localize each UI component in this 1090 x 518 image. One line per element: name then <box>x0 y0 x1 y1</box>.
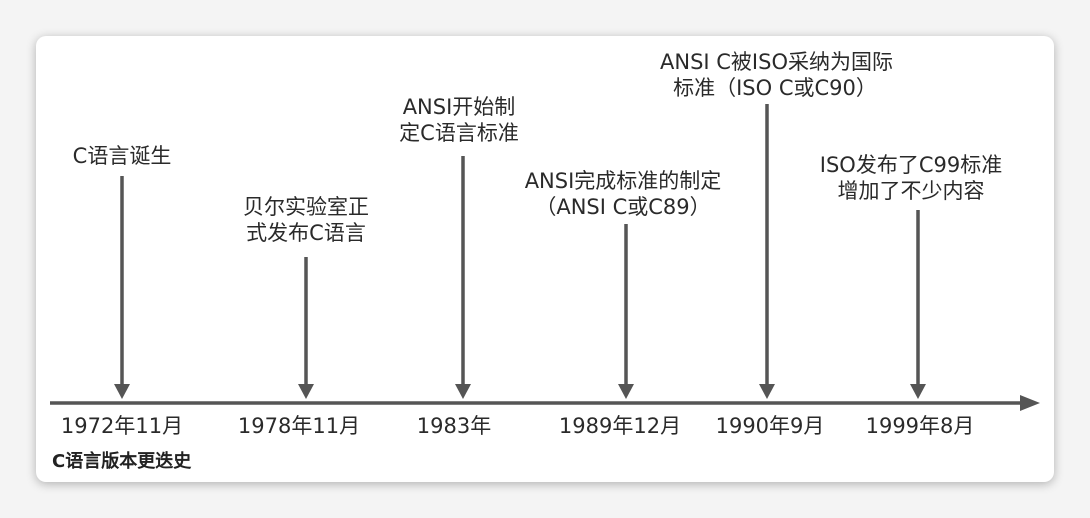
event-arrowhead-1983 <box>455 384 471 399</box>
event-arrowhead-1978 <box>298 384 314 399</box>
event-label-line: ANSI完成标准的制定 <box>524 169 722 193</box>
event-label-1978: 贝尔实验室正 式发布C语言 <box>206 194 406 246</box>
event-label-line: 增加了不少内容 <box>837 179 985 203</box>
event-date-1983: 1983年 <box>416 414 492 438</box>
event-label-line: 贝尔实验室正 <box>243 195 369 219</box>
event-date-1990: 1990年9月 <box>715 414 825 438</box>
event-label-line: ISO发布了C99标准 <box>819 153 1003 177</box>
diagram-caption: C语言版本更迭史 <box>52 451 192 472</box>
event-label-1972: C语言诞生 <box>22 143 222 169</box>
event-label-line: ANSI C被ISO采纳为国际 <box>660 50 893 74</box>
event-label-line: C语言诞生 <box>72 144 172 168</box>
event-label-line: 式发布C语言 <box>246 221 366 245</box>
event-label-1989: ANSI完成标准的制定 （ANSI C或C89） <box>523 168 723 220</box>
event-date-1978: 1978年11月 <box>237 414 361 438</box>
diagram-card <box>36 36 1054 482</box>
event-date-1972: 1972年11月 <box>60 414 184 438</box>
event-label-line: 标准（ISO C或C90） <box>673 76 877 100</box>
event-arrowhead-1999 <box>910 384 926 399</box>
event-arrowhead-1990 <box>759 384 775 399</box>
event-label-line: ANSI开始制 <box>402 95 516 119</box>
event-date-1999: 1999年8月 <box>865 414 975 438</box>
event-label-line: 定C语言标准 <box>399 121 519 145</box>
event-arrowhead-1972 <box>114 384 130 399</box>
event-date-1989: 1989年12月 <box>558 414 682 438</box>
event-label-1999: ISO发布了C99标准 增加了不少内容 <box>811 152 1011 204</box>
event-label-1990: ANSI C被ISO采纳为国际 标准（ISO C或C90） <box>660 49 893 101</box>
timeline-axis-arrowhead <box>1020 395 1040 411</box>
event-arrowhead-1989 <box>618 384 634 399</box>
event-label-1983: ANSI开始制 定C语言标准 <box>359 94 559 146</box>
event-label-line: （ANSI C或C89） <box>535 195 711 219</box>
